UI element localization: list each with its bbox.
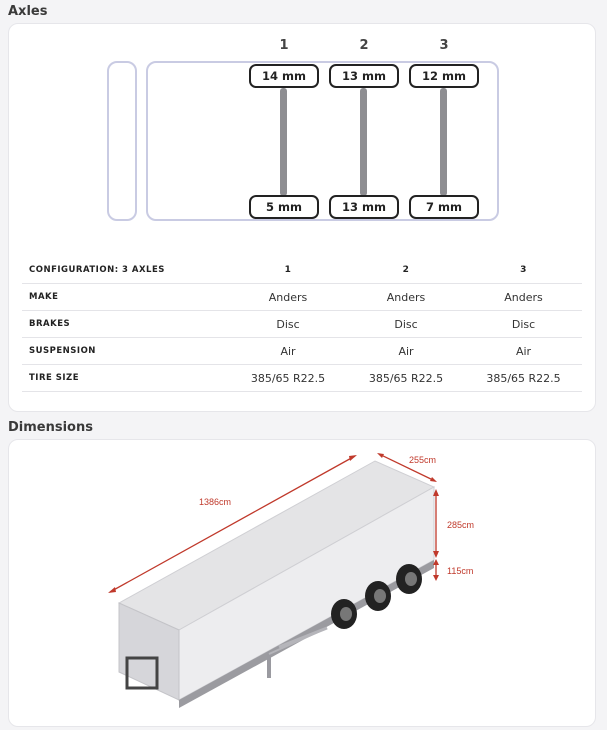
cell-value: Air xyxy=(229,337,347,365)
cell-value: 385/65 R22.5 xyxy=(465,364,582,392)
tread-depth-top: 14 mm xyxy=(249,64,319,88)
table-header-row: CONFIGURATION: 3 AXLES 1 2 3 xyxy=(22,257,582,284)
column-header: 1 xyxy=(229,257,347,284)
table-row: TIRE SIZE 385/65 R22.5 385/65 R22.5 385/… xyxy=(22,364,582,392)
trailer-illustration xyxy=(108,453,439,708)
cell-value: Disc xyxy=(229,310,347,338)
dimensions-card: 1386cm 255cm 285cm 115cm xyxy=(8,439,596,727)
wheels xyxy=(331,564,422,629)
axles-section-title: Axles xyxy=(8,4,48,19)
axle-config-table: CONFIGURATION: 3 AXLES 1 2 3 MAKE Anders… xyxy=(22,257,582,392)
tread-depth-top: 13 mm xyxy=(329,64,399,88)
cell-value: 385/65 R22.5 xyxy=(347,364,465,392)
column-header: 3 xyxy=(465,257,582,284)
cell-value: Air xyxy=(465,337,582,365)
config-label: CONFIGURATION: 3 AXLES xyxy=(22,257,229,284)
height-label: 285cm xyxy=(447,520,475,530)
axle-bar xyxy=(280,88,287,196)
tractor-outline xyxy=(107,61,137,221)
axle-number: 2 xyxy=(359,38,369,53)
cell-value: Disc xyxy=(465,310,582,338)
rear-bumper xyxy=(125,656,159,690)
axle-bar xyxy=(440,88,447,196)
width-label: 255cm xyxy=(409,455,437,465)
table-row: BRAKES Disc Disc Disc xyxy=(22,310,582,338)
cell-value: Air xyxy=(347,337,465,365)
ground-clearance-label: 115cm xyxy=(447,566,474,576)
row-label: MAKE xyxy=(22,283,229,311)
dimensions-section-title: Dimensions xyxy=(8,420,93,435)
axles-card: 1 2 3 14 mm 13 mm 12 mm 5 mm 13 mm 7 mm … xyxy=(8,23,596,412)
axle-bar xyxy=(360,88,367,196)
row-label: SUSPENSION xyxy=(22,337,229,365)
table-row: MAKE Anders Anders Anders xyxy=(22,283,582,311)
row-label: TIRE SIZE xyxy=(22,364,229,392)
table-row: SUSPENSION Air Air Air xyxy=(22,337,582,365)
tread-depth-bottom: 13 mm xyxy=(329,195,399,219)
tread-depth-bottom: 5 mm xyxy=(249,195,319,219)
length-label: 1386cm xyxy=(199,497,232,507)
tread-depth-bottom: 7 mm xyxy=(409,195,479,219)
tread-depth-top: 12 mm xyxy=(409,64,479,88)
trailer-outline xyxy=(146,61,499,221)
dimension-lines xyxy=(108,453,439,593)
cell-value: Anders xyxy=(465,283,582,311)
row-label: BRAKES xyxy=(22,310,229,338)
cell-value: 385/65 R22.5 xyxy=(229,364,347,392)
cell-value: Disc xyxy=(347,310,465,338)
axle-number: 3 xyxy=(439,38,449,53)
axle-number: 1 xyxy=(279,38,289,53)
column-header: 2 xyxy=(347,257,465,284)
cell-value: Anders xyxy=(347,283,465,311)
cell-value: Anders xyxy=(229,283,347,311)
